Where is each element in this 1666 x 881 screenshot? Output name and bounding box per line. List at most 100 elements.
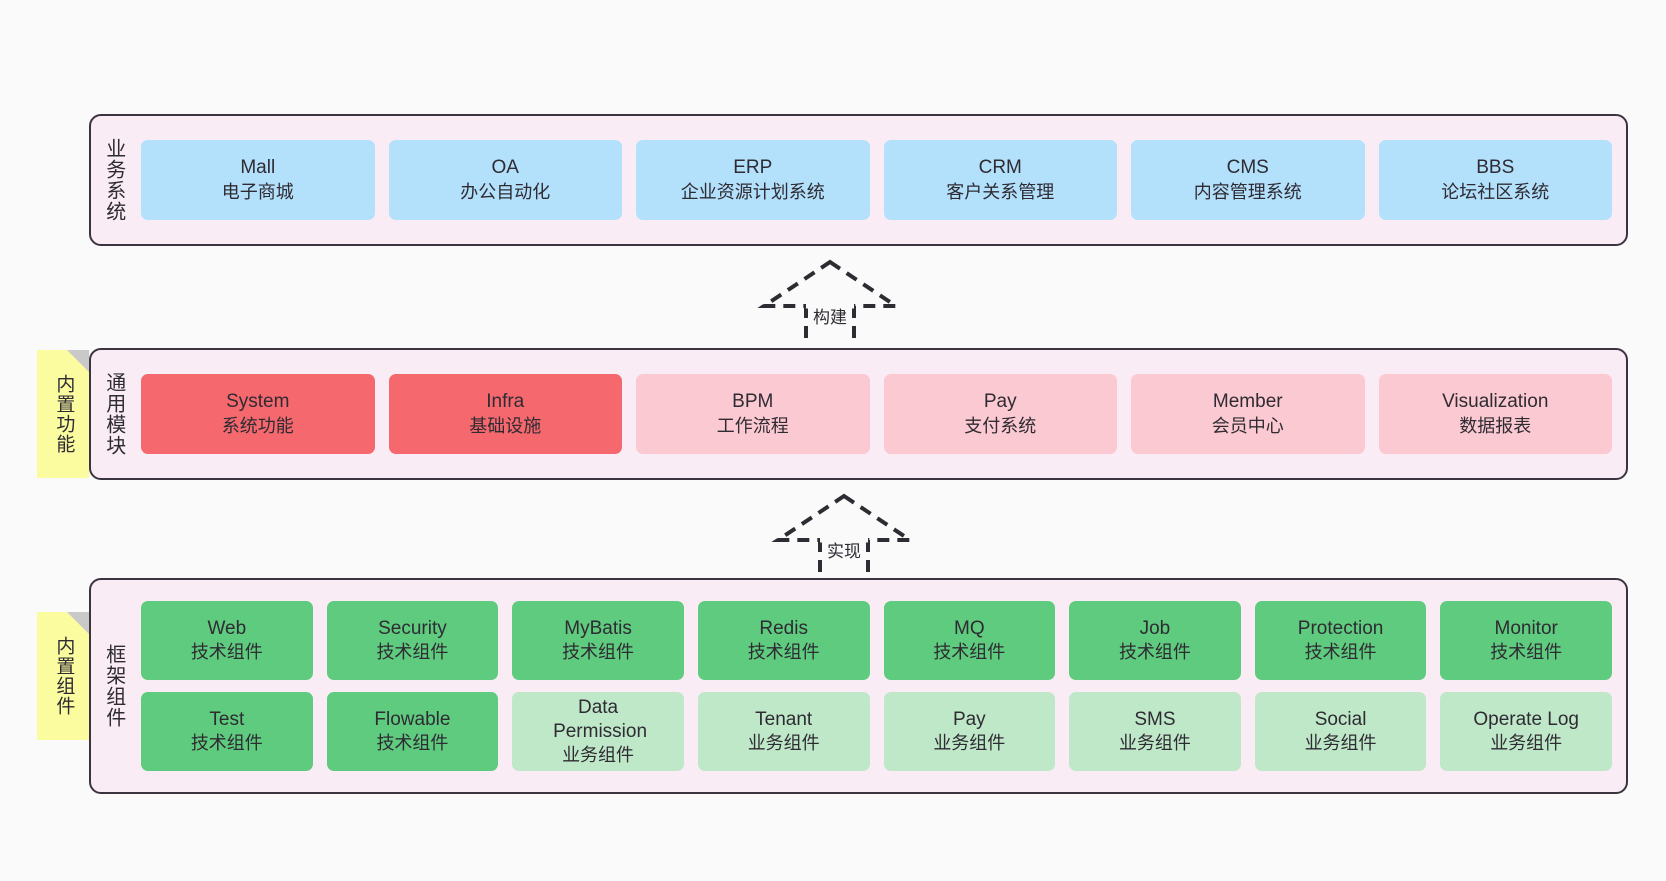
framework-row-business: Test 技术组件 Flowable 技术组件 Data Permission …: [141, 692, 1612, 771]
card-title: Infra: [486, 391, 525, 413]
card-title: Visualization: [1442, 391, 1549, 413]
layer-title-business-system: 业务系统: [102, 138, 125, 222]
card-protection[interactable]: Protection 技术组件: [1254, 601, 1427, 680]
card-title: MQ: [954, 617, 985, 639]
card-subtitle: 业务组件: [1490, 733, 1563, 754]
card-title: BBS: [1476, 157, 1515, 179]
layer-common-module: 通用模块 System 系统功能 Infra 基础设施 BPM 工作流程 Pay…: [89, 348, 1628, 480]
card-subtitle: 支付系统: [964, 415, 1037, 436]
card-subtitle: 技术组件: [190, 642, 263, 663]
card-pay-component[interactable]: Pay 业务组件: [883, 692, 1056, 771]
card-subtitle: 技术组件: [376, 642, 449, 663]
layer-body-framework-component: Web 技术组件 Security 技术组件 MyBatis 技术组件 Redi…: [135, 580, 1626, 792]
connector-implement-arrow: [771, 493, 917, 578]
card-flowable[interactable]: Flowable 技术组件: [326, 692, 499, 771]
card-erp[interactable]: ERP 企业资源计划系统: [636, 140, 870, 220]
card-bbs[interactable]: BBS 论坛社区系统: [1378, 140, 1612, 220]
card-subtitle: 办公自动化: [460, 181, 551, 202]
card-tenant[interactable]: Tenant 业务组件: [697, 692, 870, 771]
card-title: Flowable: [374, 708, 451, 730]
card-security[interactable]: Security 技术组件: [326, 601, 499, 680]
card-visualization[interactable]: Visualization 数据报表: [1378, 374, 1612, 454]
card-crm[interactable]: CRM 客户关系管理: [883, 140, 1117, 220]
card-title: Tenant: [755, 708, 813, 730]
card-title: Redis: [759, 617, 808, 639]
card-title: System: [226, 391, 290, 413]
card-title: Monitor: [1494, 617, 1558, 639]
note-built-in-function: 内置功能: [37, 350, 89, 478]
card-title: Mall: [240, 157, 276, 179]
card-mq[interactable]: MQ 技术组件: [883, 601, 1056, 680]
card-subtitle: 技术组件: [747, 642, 820, 663]
card-subtitle: 论坛社区系统: [1441, 181, 1550, 202]
card-mybatis[interactable]: MyBatis 技术组件: [512, 601, 684, 680]
card-subtitle: 技术组件: [1118, 642, 1191, 663]
connector-build-arrow: [757, 259, 903, 344]
card-system[interactable]: System 系统功能: [141, 374, 375, 454]
card-oa[interactable]: OA 办公自动化: [388, 140, 622, 220]
card-subtitle: 内容管理系统: [1193, 181, 1302, 202]
card-test[interactable]: Test 技术组件: [141, 692, 313, 771]
card-subtitle: 技术组件: [1490, 642, 1563, 663]
card-subtitle: 业务组件: [933, 733, 1006, 754]
connector-implement-label: 实现: [825, 537, 863, 562]
card-title: SMS: [1134, 708, 1176, 730]
note-built-in-component: 内置组件: [37, 612, 89, 740]
card-sms[interactable]: SMS 业务组件: [1069, 692, 1241, 771]
card-title: MyBatis: [564, 617, 632, 639]
card-title: CRM: [978, 157, 1022, 179]
connector-implement: 实现: [771, 492, 917, 578]
card-subtitle: 电子商城: [221, 181, 294, 202]
card-subtitle: 系统功能: [221, 415, 294, 436]
card-subtitle: 企业资源计划系统: [680, 181, 825, 202]
card-social[interactable]: Social 业务组件: [1254, 692, 1427, 771]
card-title: Test: [209, 708, 245, 730]
card-subtitle: 技术组件: [190, 733, 263, 754]
card-pay-module[interactable]: Pay 支付系统: [883, 374, 1117, 454]
card-subtitle: 业务组件: [747, 733, 820, 754]
layer-business-system: 业务系统 Mall 电子商城 OA 办公自动化 ERP 企业资源计划系统 CRM…: [89, 114, 1628, 246]
card-member[interactable]: Member 会员中心: [1131, 374, 1365, 454]
card-subtitle: 技术组件: [376, 733, 449, 754]
card-subtitle: 技术组件: [562, 642, 635, 663]
card-subtitle: 业务组件: [1118, 733, 1191, 754]
card-redis[interactable]: Redis 技术组件: [697, 601, 870, 680]
card-title: Protection: [1297, 617, 1384, 639]
layer-body-business-system: Mall 电子商城 OA 办公自动化 ERP 企业资源计划系统 CRM 客户关系…: [135, 116, 1626, 244]
layer-framework-component: 框架组件 Web 技术组件 Security 技术组件 MyBatis 技术组件…: [89, 578, 1628, 794]
card-bpm[interactable]: BPM 工作流程: [636, 374, 870, 454]
card-title: CMS: [1226, 157, 1269, 179]
card-title: BPM: [732, 391, 774, 413]
layer-title-common-module: 通用模块: [102, 372, 125, 456]
card-title: Data Permission: [553, 696, 648, 742]
card-title: Pay: [983, 391, 1017, 413]
card-title: OA: [491, 157, 519, 179]
card-subtitle: 客户关系管理: [946, 181, 1055, 202]
card-subtitle: 技术组件: [933, 642, 1006, 663]
card-subtitle: 会员中心: [1211, 415, 1284, 436]
card-job[interactable]: Job 技术组件: [1069, 601, 1241, 680]
card-title: ERP: [733, 157, 773, 179]
card-mall[interactable]: Mall 电子商城: [141, 140, 375, 220]
card-cms[interactable]: CMS 内容管理系统: [1131, 140, 1365, 220]
card-title: Web: [207, 617, 247, 639]
card-title: Job: [1139, 617, 1171, 639]
card-title: Security: [378, 617, 447, 639]
card-subtitle: 工作流程: [716, 415, 789, 436]
note-fold-corner-icon: [67, 612, 89, 634]
card-operate-log[interactable]: Operate Log 业务组件: [1440, 692, 1612, 771]
card-monitor[interactable]: Monitor 技术组件: [1440, 601, 1612, 680]
card-data-permission[interactable]: Data Permission 业务组件: [512, 692, 684, 771]
card-subtitle: 数据报表: [1459, 415, 1532, 436]
card-web[interactable]: Web 技术组件: [141, 601, 313, 680]
note-label: 内置组件: [53, 636, 75, 716]
card-title: Operate Log: [1473, 708, 1579, 730]
card-subtitle: 业务组件: [1304, 733, 1377, 754]
framework-row-technical: Web 技术组件 Security 技术组件 MyBatis 技术组件 Redi…: [141, 601, 1612, 680]
note-fold-corner-icon: [67, 350, 89, 372]
card-infra[interactable]: Infra 基础设施: [388, 374, 622, 454]
connector-build-label: 构建: [811, 303, 849, 328]
card-title: Member: [1212, 391, 1283, 413]
card-subtitle: 业务组件: [562, 745, 635, 766]
